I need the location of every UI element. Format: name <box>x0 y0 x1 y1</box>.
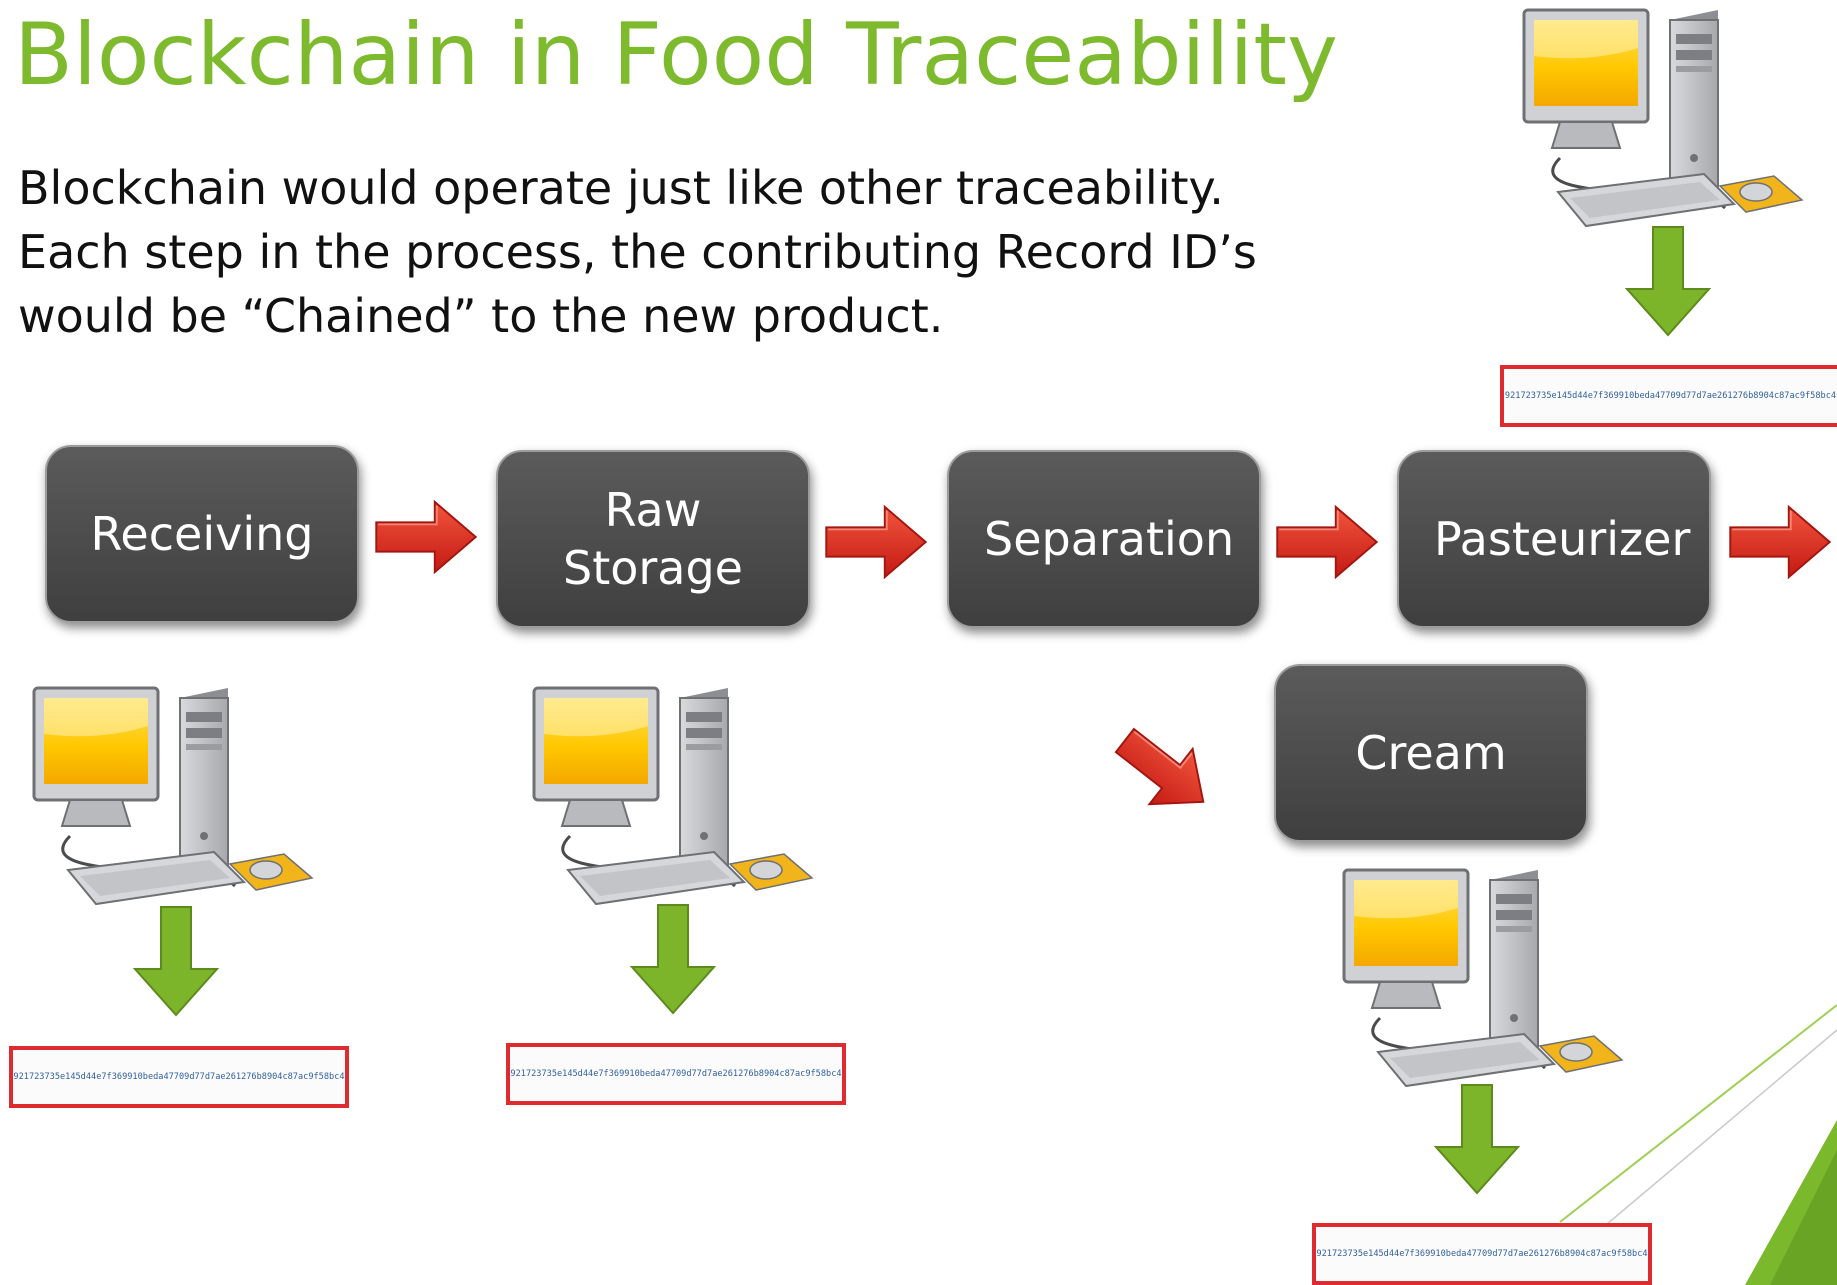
step-label: Separation <box>984 512 1235 566</box>
page-title: Blockchain in Food Traceability <box>14 5 1338 105</box>
green-down-arrow-icon <box>1623 225 1713 337</box>
step-raw-storage: Raw Storage <box>496 450 810 628</box>
description-text: Blockchain would operate just like other… <box>18 161 1257 343</box>
red-arrow-icon <box>822 503 930 581</box>
computer-icon <box>30 686 330 916</box>
red-arrow-icon <box>1273 503 1381 581</box>
step-label: Cream <box>1355 726 1507 780</box>
green-down-arrow-icon <box>628 903 718 1015</box>
record-id-pasteurizer: 921723735e145d44e7f369910beda47709d77d7a… <box>1500 365 1837 427</box>
record-id-raw-storage: 921723735e145d44e7f369910beda47709d77d7a… <box>506 1043 846 1105</box>
step-cream: Cream <box>1274 664 1588 842</box>
computer-icon <box>530 686 830 916</box>
computer-icon <box>1340 868 1640 1098</box>
green-down-arrow-icon <box>1432 1083 1522 1195</box>
step-label: Raw Storage <box>563 483 743 595</box>
step-receiving: Receiving <box>45 445 359 623</box>
step-separation: Separation <box>947 450 1261 628</box>
green-down-arrow-icon <box>131 905 221 1017</box>
record-id-cream: 921723735e145d44e7f369910beda47709d77d7a… <box>1312 1223 1652 1285</box>
step-pasteurizer: Pasteurizer <box>1397 450 1711 628</box>
step-label: Pasteurizer <box>1434 512 1691 566</box>
red-arrow-icon <box>1081 694 1247 848</box>
step-label: Receiving <box>90 507 314 561</box>
red-arrow-icon <box>1726 503 1834 581</box>
red-arrow-icon <box>372 498 480 576</box>
record-id-receiving: 921723735e145d44e7f369910beda47709d77d7a… <box>9 1046 349 1108</box>
computer-icon <box>1520 8 1820 238</box>
